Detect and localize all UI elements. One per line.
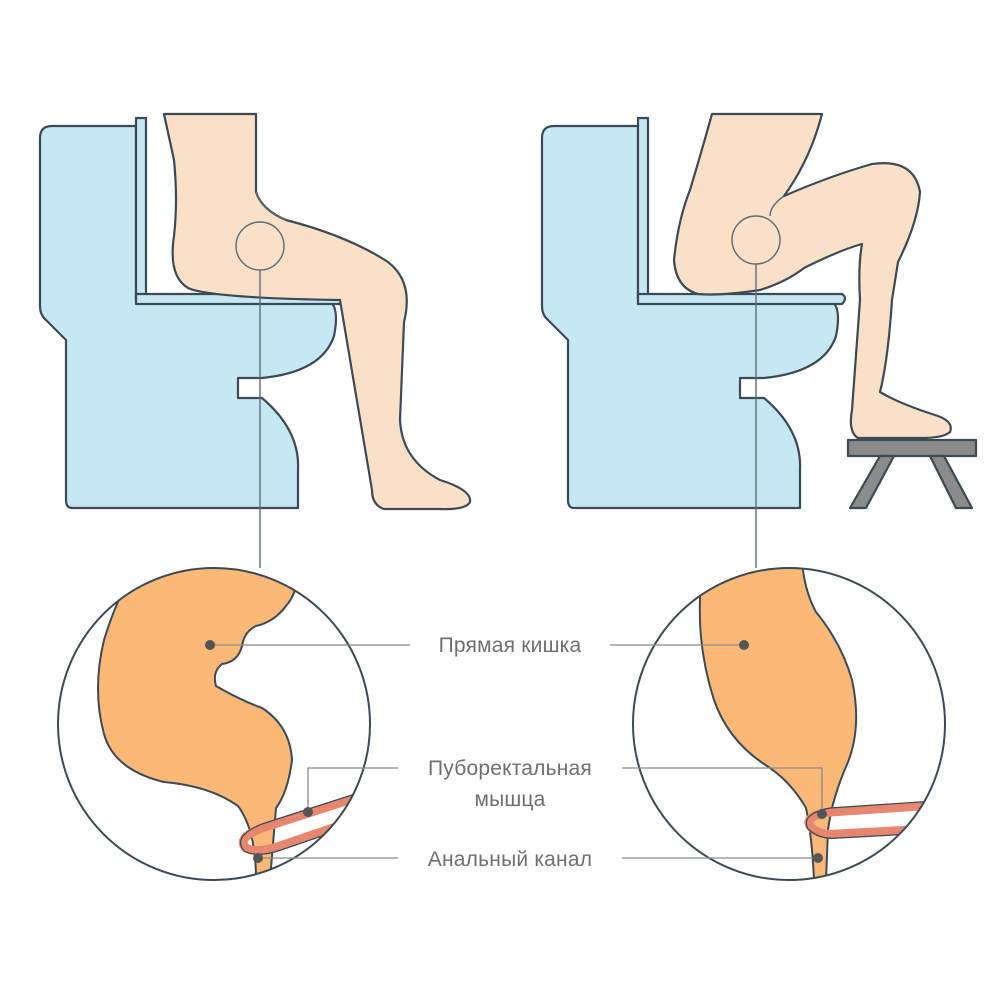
right-detail-circle	[633, 560, 950, 880]
footstool	[848, 440, 976, 508]
left-canal-dot	[253, 853, 263, 863]
right-seat	[638, 294, 845, 304]
left-tank-lid	[136, 118, 146, 300]
right-canal-dot	[813, 853, 823, 863]
left-rectum-dot	[205, 640, 215, 650]
left-detail-circle	[58, 560, 380, 880]
right-tank-lid	[638, 118, 648, 300]
label-puborectalis-line2: мышца	[474, 788, 545, 811]
right-muscle-dot	[817, 809, 827, 819]
label-anal-canal: Анальный канал	[428, 848, 592, 871]
label-rectum: Прямая кишка	[439, 634, 582, 657]
label-puborectalis-line1: Пуборектальная	[428, 757, 592, 780]
right-rectum-dot	[739, 640, 749, 650]
left-panel-sitting	[40, 114, 470, 568]
right-panel-squat	[542, 114, 976, 568]
left-muscle-dot	[303, 807, 313, 817]
